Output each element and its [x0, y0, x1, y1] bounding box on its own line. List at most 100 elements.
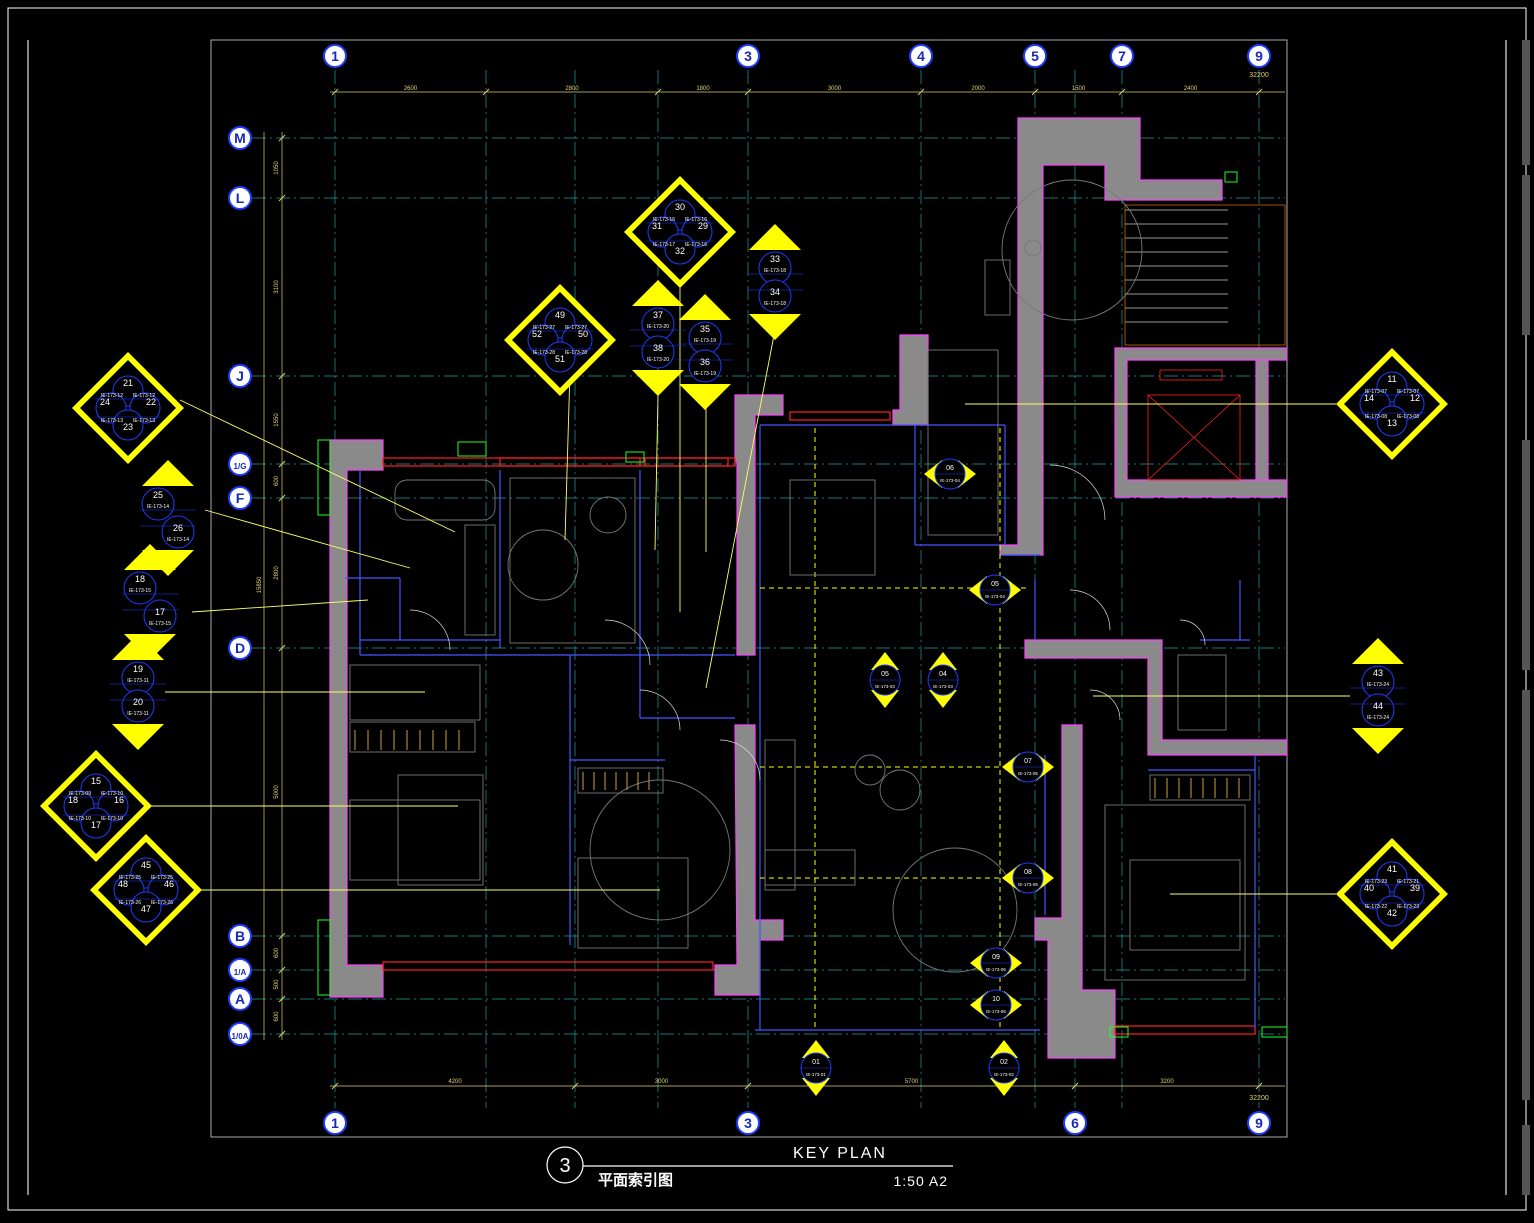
furniture-outline — [589, 496, 627, 534]
elevation-tag-number-top: 41 — [1387, 864, 1397, 874]
single-tag-number: 06 — [946, 465, 954, 472]
single-tag-arrow-up — [871, 652, 899, 670]
right-title-strip-2 — [1522, 175, 1530, 335]
dimension-tick — [278, 134, 286, 142]
elevation-tag-ref-tr: IE-173-27 — [565, 325, 587, 331]
pair-tag-ref-b: IE-173-18 — [764, 301, 786, 307]
dimension-top-value: 2600 — [404, 86, 418, 92]
pair-tag-arrow-up — [749, 224, 801, 250]
elevation-tag-number-right: 16 — [114, 795, 124, 805]
elevation-tag-circle — [1376, 405, 1408, 437]
furniture-outline — [1149, 774, 1251, 801]
single-tag-arrow-down — [990, 1078, 1018, 1096]
dimension-tick — [278, 460, 286, 468]
elevation-tag-circle — [1376, 895, 1408, 927]
right-title-strip-4 — [1522, 690, 1530, 1100]
grid-bubble-bottom-circle — [1063, 1111, 1087, 1135]
elevation-tag-ref-tl: IE-173-23 — [1365, 879, 1387, 885]
dimension-bottom-value: 3200 — [1160, 1079, 1174, 1085]
wall-lift-shaft-divider — [1255, 359, 1269, 481]
dimension-tick — [278, 1030, 286, 1038]
single-tag-ref: IE-173-05 — [1018, 771, 1038, 776]
leader-line — [179, 399, 456, 533]
single-tag-number: 05 — [881, 671, 889, 678]
grid-bubble-top-circle — [323, 44, 347, 68]
elevation-tag-ref-bl: IE-173-28 — [533, 350, 555, 356]
elevation-tag-number-top: 30 — [675, 202, 685, 212]
dimension-left-value: 500 — [274, 979, 280, 990]
single-tag-arrow-up — [929, 652, 957, 670]
door-swing — [1179, 619, 1206, 646]
dimension-tick — [278, 995, 286, 1003]
grid-bubble-left-circle — [228, 452, 252, 476]
furniture-outline — [507, 529, 579, 601]
pair-tag-number-a: 43 — [1373, 668, 1383, 678]
title-scale: 1:50 A2 — [894, 1173, 949, 1189]
grid-bubble-top: 4 — [917, 48, 925, 64]
pair-tag-number-a: 37 — [653, 310, 663, 320]
grid-bubble-left-circle — [228, 958, 252, 982]
dimension-left-value: 600 — [274, 475, 280, 486]
furniture-outline — [879, 769, 921, 811]
pair-tag-number-a: 25 — [153, 490, 163, 500]
grid-bubble-bottom-circle — [1247, 1111, 1271, 1135]
grid-bubble-top: 5 — [1031, 48, 1039, 64]
leader-line — [191, 599, 369, 613]
elevation-tag-ref-tl: IE-173-16 — [653, 217, 675, 223]
dimension-total-bottom: 32200 — [1249, 1095, 1269, 1102]
pair-tag-circle-b — [758, 279, 792, 313]
elevation-tag-ref-tr: IE-173-12 — [133, 393, 155, 399]
pair-tag-circle-a — [123, 571, 157, 605]
dimension-tick — [278, 372, 286, 380]
grid-bubble-left: 1/0A — [232, 1032, 249, 1041]
elevation-tag-ref-br: IE-173-28 — [565, 350, 587, 356]
single-tag-ref: IE-173-01 — [806, 1072, 826, 1077]
single-tag-arrow-down — [871, 690, 899, 708]
elevation-tag-number-right: 22 — [146, 397, 156, 407]
single-tag-number: 08 — [1024, 869, 1032, 876]
pair-tag-ref-a: IE-173-18 — [764, 268, 786, 274]
single-tag-arrow-up — [802, 1040, 830, 1058]
pair-tag-number-b: 38 — [653, 343, 663, 353]
single-tag-number: 02 — [1000, 1059, 1008, 1066]
single-tag-number: 04 — [939, 671, 947, 678]
pair-tag-arrow-up — [679, 294, 731, 320]
dimension-left-value: 1550 — [274, 413, 280, 427]
furniture-outline — [589, 779, 731, 921]
dimension-tick — [654, 88, 662, 96]
grid-bubble-left-circle — [228, 1022, 252, 1046]
elevation-tag-inner — [48, 758, 144, 854]
furniture-outline — [397, 774, 484, 886]
elevation-tag-number-left: 40 — [1364, 883, 1374, 893]
grid-bubble-left: B — [235, 928, 245, 944]
furniture-outline — [764, 849, 856, 886]
grid-bubble-left-circle — [228, 636, 252, 660]
elevation-tag-ref-bl: IE-173-08 — [1365, 414, 1387, 420]
dimension-left-value: 600 — [274, 947, 280, 958]
dimension-top-value: 2400 — [1184, 86, 1198, 92]
title-number-circle — [546, 1146, 584, 1184]
single-tag-ref: IE-173-03 — [875, 684, 895, 689]
dimension-tick — [278, 494, 286, 502]
pair-tag-circle-b — [641, 335, 675, 369]
title-name-cn: 平面索引图 — [598, 1171, 673, 1189]
door-swing — [604, 619, 651, 666]
pair-tag-ref-a: IE-173-15 — [129, 588, 151, 594]
window-hatch — [457, 441, 487, 457]
dimension-tick — [744, 88, 752, 96]
furniture-outline — [984, 259, 1011, 316]
elevation-tag-number-right: 50 — [578, 329, 588, 339]
elevation-tag-ref-bl: IE-173-10 — [69, 816, 91, 822]
elevation-tag-ref-tl: IE-173-25 — [119, 875, 141, 881]
pair-tag-number-b: 44 — [1373, 701, 1383, 711]
single-tag-ref: IE-173-04 — [940, 478, 960, 483]
elevation-tag-ref-tr: IE-173-07 — [1397, 389, 1419, 395]
furniture-outline — [854, 754, 886, 786]
stair-outline — [1124, 204, 1286, 346]
grid-bubble-bottom: 9 — [1255, 1115, 1263, 1131]
single-tag-ref: IE-173-06 — [986, 1009, 1006, 1014]
single-tag-ref: IE-173-06 — [986, 967, 1006, 972]
